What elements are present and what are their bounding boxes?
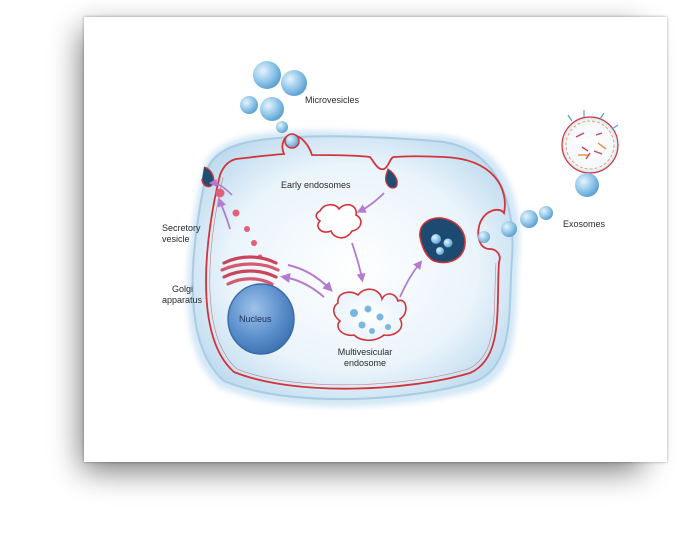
cell-diagram [187,61,619,407]
label-exosomes: Exosomes [563,219,606,229]
arrow-mve-to-golgi [280,273,325,298]
arrow-golgi-to-secretory [217,197,231,230]
exosome [539,206,553,220]
microvesicle [253,61,281,89]
label-early-endosomes: Early endosomes [281,180,351,190]
exosome [520,210,538,228]
nucleus [227,283,295,355]
golgi-apparatus [220,255,280,286]
label-multivesicular-line2: endosome [343,358,387,368]
membrane-bud-1 [284,133,300,149]
label-secretory-vesicle-line1: Secretory [162,223,201,233]
fusing-endosome [419,217,466,264]
exosome [478,231,490,243]
label-multivesicular-line1: Multivesicular [337,347,393,357]
label-secretory-vesicle-line2: vesicle [162,234,190,244]
early-endosome [315,203,362,239]
diagram-card: Microvesicles Early endosomes Secretory … [84,17,667,462]
membrane-invagination-2 [385,168,398,189]
arrow-early-to-mve [351,242,366,283]
microvesicle [281,70,307,96]
secretory-vesicle [251,240,257,246]
microvesicle [260,97,284,121]
arrow-mve-to-membrane [399,260,423,298]
exosome [501,221,517,237]
secretory-vesicle [215,188,225,198]
arrow-microvesicle-bud [208,179,233,196]
secretory-vesicle [232,209,240,217]
arrow-golgi-to-mve [287,264,333,292]
label-microvesicles: Microvesicles [305,95,360,105]
label-golgi-line2: apparatus [162,295,203,305]
label-nucleus: Nucleus [239,314,272,324]
arrow-membrane-to-early [356,192,385,213]
exosome-detail [561,116,619,174]
microvesicle [240,96,258,114]
exosome-small [575,173,599,197]
secretory-vesicle [244,226,250,232]
microvesicle [276,121,288,133]
label-golgi-line1: Golgi [172,284,194,294]
